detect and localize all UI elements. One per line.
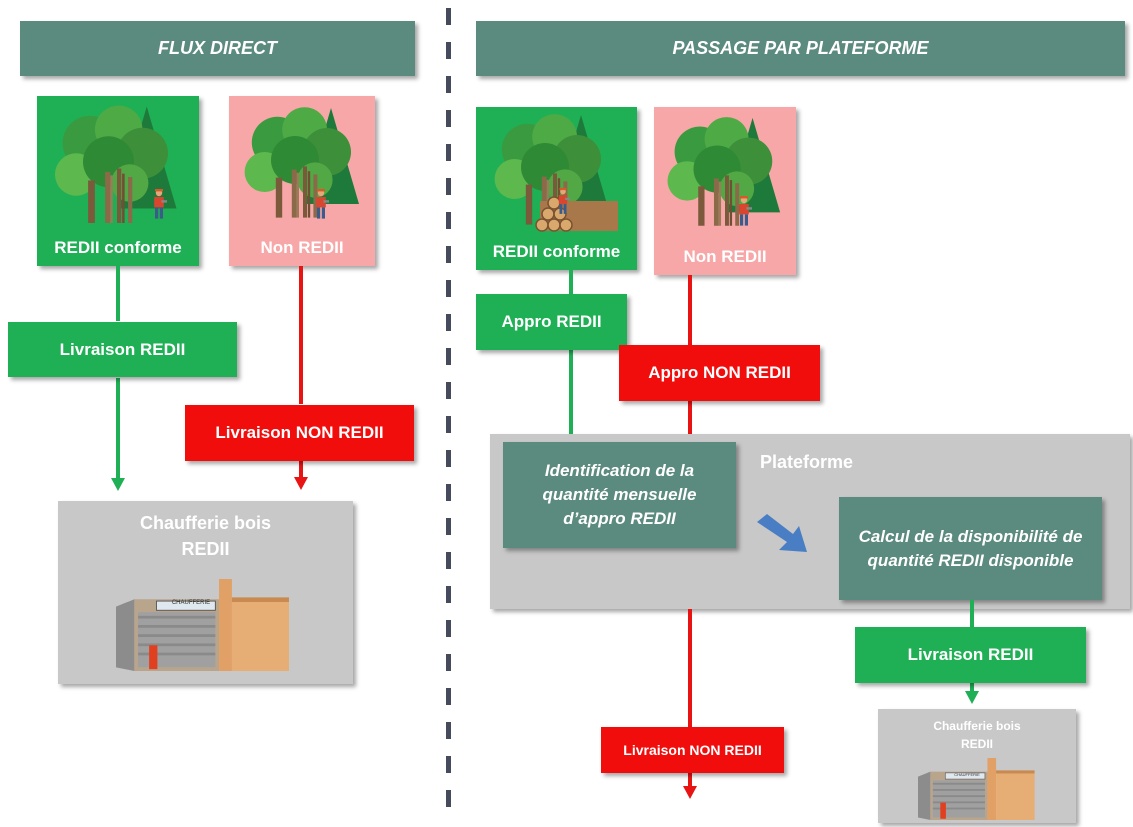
flow-line [688, 773, 692, 787]
non-redii-label: Non REDII [260, 238, 344, 257]
divider-dash [446, 790, 451, 807]
non-redii-tile: Non REDII [654, 107, 796, 275]
arrow-down-icon [683, 786, 697, 799]
divider-dash [446, 450, 451, 467]
divider-dash [446, 8, 451, 25]
divider-dash [446, 722, 451, 739]
identification-box: Identification de la quantité mensuelle … [503, 442, 736, 548]
chaufferie-subtitle: REDII [960, 737, 993, 751]
calcul-box: Calcul de la disponibilité de quantité R… [839, 497, 1102, 600]
divider-dash [446, 416, 451, 433]
flow-line [569, 350, 573, 442]
lumberjack-icon [556, 187, 570, 217]
chaufferie-box: Chaufferie bois REDII CHAUFFERIE [58, 501, 353, 684]
appro-non-redii-box: Appro NON REDII [619, 345, 820, 401]
flow-line [299, 266, 303, 404]
redii-conforme-label: REDII conforme [54, 238, 182, 257]
livraison-non-redii-box: Livraison NON REDII [185, 405, 414, 461]
calcul-label: Calcul de la disponibilité de quantité R… [858, 526, 1083, 570]
lumberjack-icon [736, 195, 752, 229]
divider-dash [446, 586, 451, 603]
divider-dash [446, 212, 451, 229]
redii-conforme-tile: REDII conforme [476, 107, 637, 270]
divider-dash [446, 756, 451, 773]
divider-dash [446, 144, 451, 161]
divider-dash [446, 178, 451, 195]
forest-icon [662, 111, 788, 235]
divider-dash [446, 348, 451, 365]
divider-dash [446, 76, 451, 93]
flow-line [688, 275, 692, 345]
livraison-non-redii-label: Livraison NON REDII [623, 742, 762, 758]
boiler-building-icon [116, 577, 300, 673]
flux-direct-title: FLUX DIRECT [158, 38, 277, 58]
livraison-redii-box: Livraison REDII [8, 322, 237, 377]
chaufferie-sign: CHAUFFERIE [171, 600, 211, 606]
appro-non-redii-label: Appro NON REDII [648, 363, 791, 382]
flow-line [116, 378, 120, 480]
livraison-redii-box: Livraison REDII [855, 627, 1086, 683]
divider-dash [446, 280, 451, 297]
arrow-down-icon [111, 478, 125, 491]
divider-dash [446, 314, 451, 331]
divider-dash [446, 620, 451, 637]
divider-dash [446, 654, 451, 671]
divider-dash [446, 688, 451, 705]
redii-conforme-tile: REDII conforme [37, 96, 199, 266]
redii-conforme-label: REDII conforme [492, 242, 621, 261]
log-pile-icon [532, 195, 622, 235]
divider-dash [446, 110, 451, 127]
arrow-down-icon [965, 691, 979, 704]
divider-dash [446, 382, 451, 399]
chaufferie-title: Chaufferie bois [139, 513, 272, 533]
livraison-redii-label: Livraison REDII [59, 339, 186, 359]
flow-line [970, 600, 974, 627]
flow-line [299, 461, 303, 478]
flow-line [688, 609, 692, 727]
diagonal-arrow-icon [757, 514, 807, 552]
chaufferie-subtitle: REDII [181, 539, 230, 559]
identification-label: Identification de la quantité mensuelle … [542, 461, 697, 528]
flow-line [688, 401, 692, 442]
appro-redii-box: Appro REDII [476, 294, 627, 350]
non-redii-tile: Non REDII [229, 96, 375, 266]
chaufferie-sign: CHAUFFERIE [954, 772, 980, 777]
plateforme-header: PASSAGE PAR PLATEFORME [476, 21, 1125, 76]
livraison-non-redii-box: Livraison NON REDII [601, 727, 784, 773]
flux-direct-header: FLUX DIRECT [20, 21, 415, 76]
lumberjack-icon [313, 188, 329, 222]
divider-dash [446, 42, 451, 59]
non-redii-label: Non REDII [683, 247, 767, 266]
boiler-building-icon [918, 757, 1042, 821]
divider-dash [446, 246, 451, 263]
flow-line [970, 683, 974, 692]
arrow-down-icon [294, 477, 308, 490]
divider-dash [446, 484, 451, 501]
livraison-redii-label: Livraison REDII [907, 645, 1034, 664]
plateforme-title: PASSAGE PAR PLATEFORME [672, 38, 929, 58]
chaufferie-box: Chaufferie bois REDII CHAUFFERIE [878, 709, 1076, 823]
flow-line [116, 266, 120, 321]
plateforme-label: Plateforme [760, 452, 854, 472]
divider-dash [446, 518, 451, 535]
flow-line [569, 270, 573, 294]
appro-redii-label: Appro REDII [501, 312, 602, 331]
livraison-non-redii-label: Livraison NON REDII [215, 423, 384, 442]
forest-icon [239, 102, 367, 226]
divider-dash [446, 552, 451, 569]
chaufferie-title: Chaufferie bois [933, 719, 1021, 733]
lumberjack-icon [151, 188, 167, 222]
